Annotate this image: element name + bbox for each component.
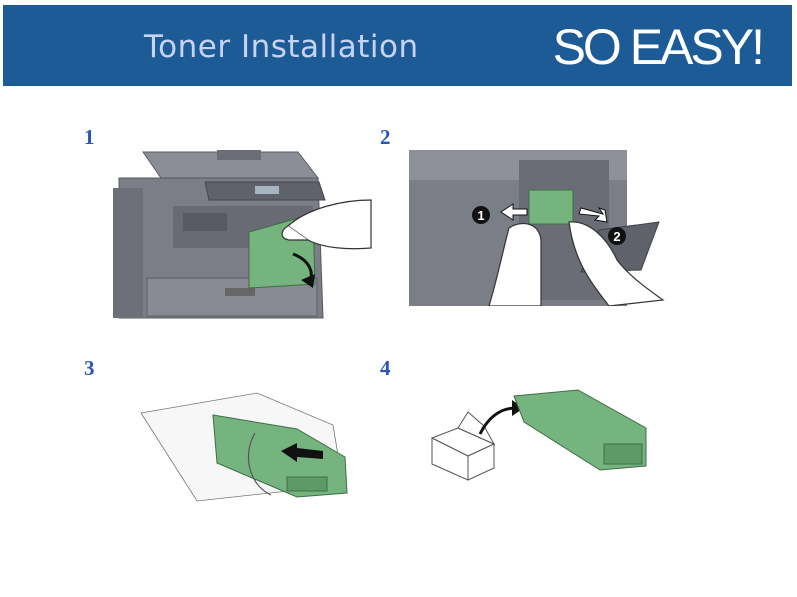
step-1-number: 1	[84, 125, 95, 149]
step-2-illustration: 1 2	[409, 150, 665, 306]
callout-1-circle	[472, 206, 490, 224]
callout-2-circle	[608, 227, 626, 245]
header-banner: Toner Installation SO EASY!	[3, 5, 792, 86]
toner-cartridge	[528, 189, 574, 225]
step-3-number: 3	[84, 356, 95, 380]
page-title: Toner Installation	[144, 29, 419, 65]
right-arrow-icon	[578, 207, 608, 223]
step-1-illustration	[113, 150, 372, 319]
left-arrow-icon	[500, 203, 528, 221]
left-arrow-icon	[281, 443, 323, 462]
step-4-illustration	[430, 389, 647, 481]
step-3-illustration	[140, 392, 348, 502]
step-4-number: 4	[380, 356, 391, 380]
tagline: SO EASY!	[552, 19, 765, 75]
step-2-number: 2	[380, 125, 391, 149]
callout-1-label: 1	[477, 208, 484, 223]
callout-2-label: 2	[613, 229, 620, 244]
